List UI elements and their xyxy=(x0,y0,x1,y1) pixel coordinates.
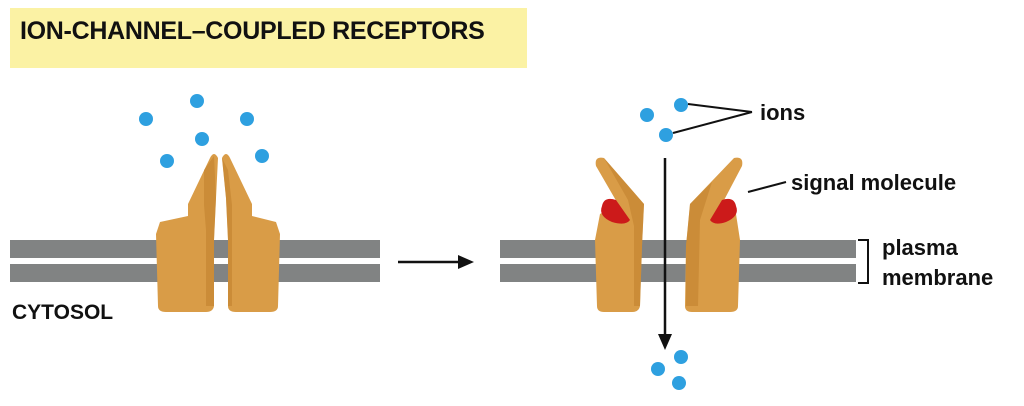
open-channel-protein xyxy=(595,157,743,312)
ion xyxy=(195,132,209,146)
ions-outside-open xyxy=(640,98,688,142)
open-state: ions signal molecule plasma membrane xyxy=(500,98,993,390)
membrane-outer-leaflet-right xyxy=(500,240,856,258)
ion xyxy=(640,108,654,122)
ions-outside-closed xyxy=(139,94,269,168)
ions-label: ions xyxy=(760,100,805,125)
signal-molecule-label: signal molecule xyxy=(791,170,956,195)
ion xyxy=(659,128,673,142)
plasma-membrane-bracket xyxy=(858,239,869,284)
channel-subunit-right-open-shade xyxy=(686,182,712,306)
ion xyxy=(674,350,688,364)
membrane-inner-leaflet-right xyxy=(500,264,856,282)
ion xyxy=(672,376,686,390)
title-banner xyxy=(10,8,527,68)
channel-subunit-left-closed xyxy=(156,154,218,312)
ion xyxy=(255,149,269,163)
membrane-label: membrane xyxy=(882,265,993,290)
signal-molecule-leader-line xyxy=(747,181,787,193)
ion xyxy=(160,154,174,168)
transition-arrow xyxy=(398,255,474,269)
plasma-membrane-right xyxy=(500,240,856,282)
diagram-title: ION-CHANNEL–COUPLED RECEPTORS xyxy=(20,17,485,45)
signal-molecule-left xyxy=(601,198,630,224)
plasma-label: plasma xyxy=(882,235,959,260)
signal-molecule-right xyxy=(710,198,737,224)
ion xyxy=(139,112,153,126)
channel-subunit-left-shade xyxy=(204,156,216,306)
ions-cytosol-open xyxy=(651,350,688,390)
bound-signal-molecules xyxy=(601,198,737,224)
ion xyxy=(240,112,254,126)
channel-subunit-left-open-shade xyxy=(604,158,644,306)
channel-subunit-right-closed xyxy=(222,154,280,312)
ion xyxy=(674,98,688,112)
closed-state: CYTOSOL xyxy=(10,94,380,324)
channel-subunit-right-shade xyxy=(222,158,232,306)
ion xyxy=(190,94,204,108)
ion xyxy=(651,362,665,376)
ions-leader-lines xyxy=(672,103,753,134)
closed-channel-protein xyxy=(156,154,280,312)
ion-flow-arrow xyxy=(658,158,672,350)
cytosol-label: CYTOSOL xyxy=(12,301,113,324)
